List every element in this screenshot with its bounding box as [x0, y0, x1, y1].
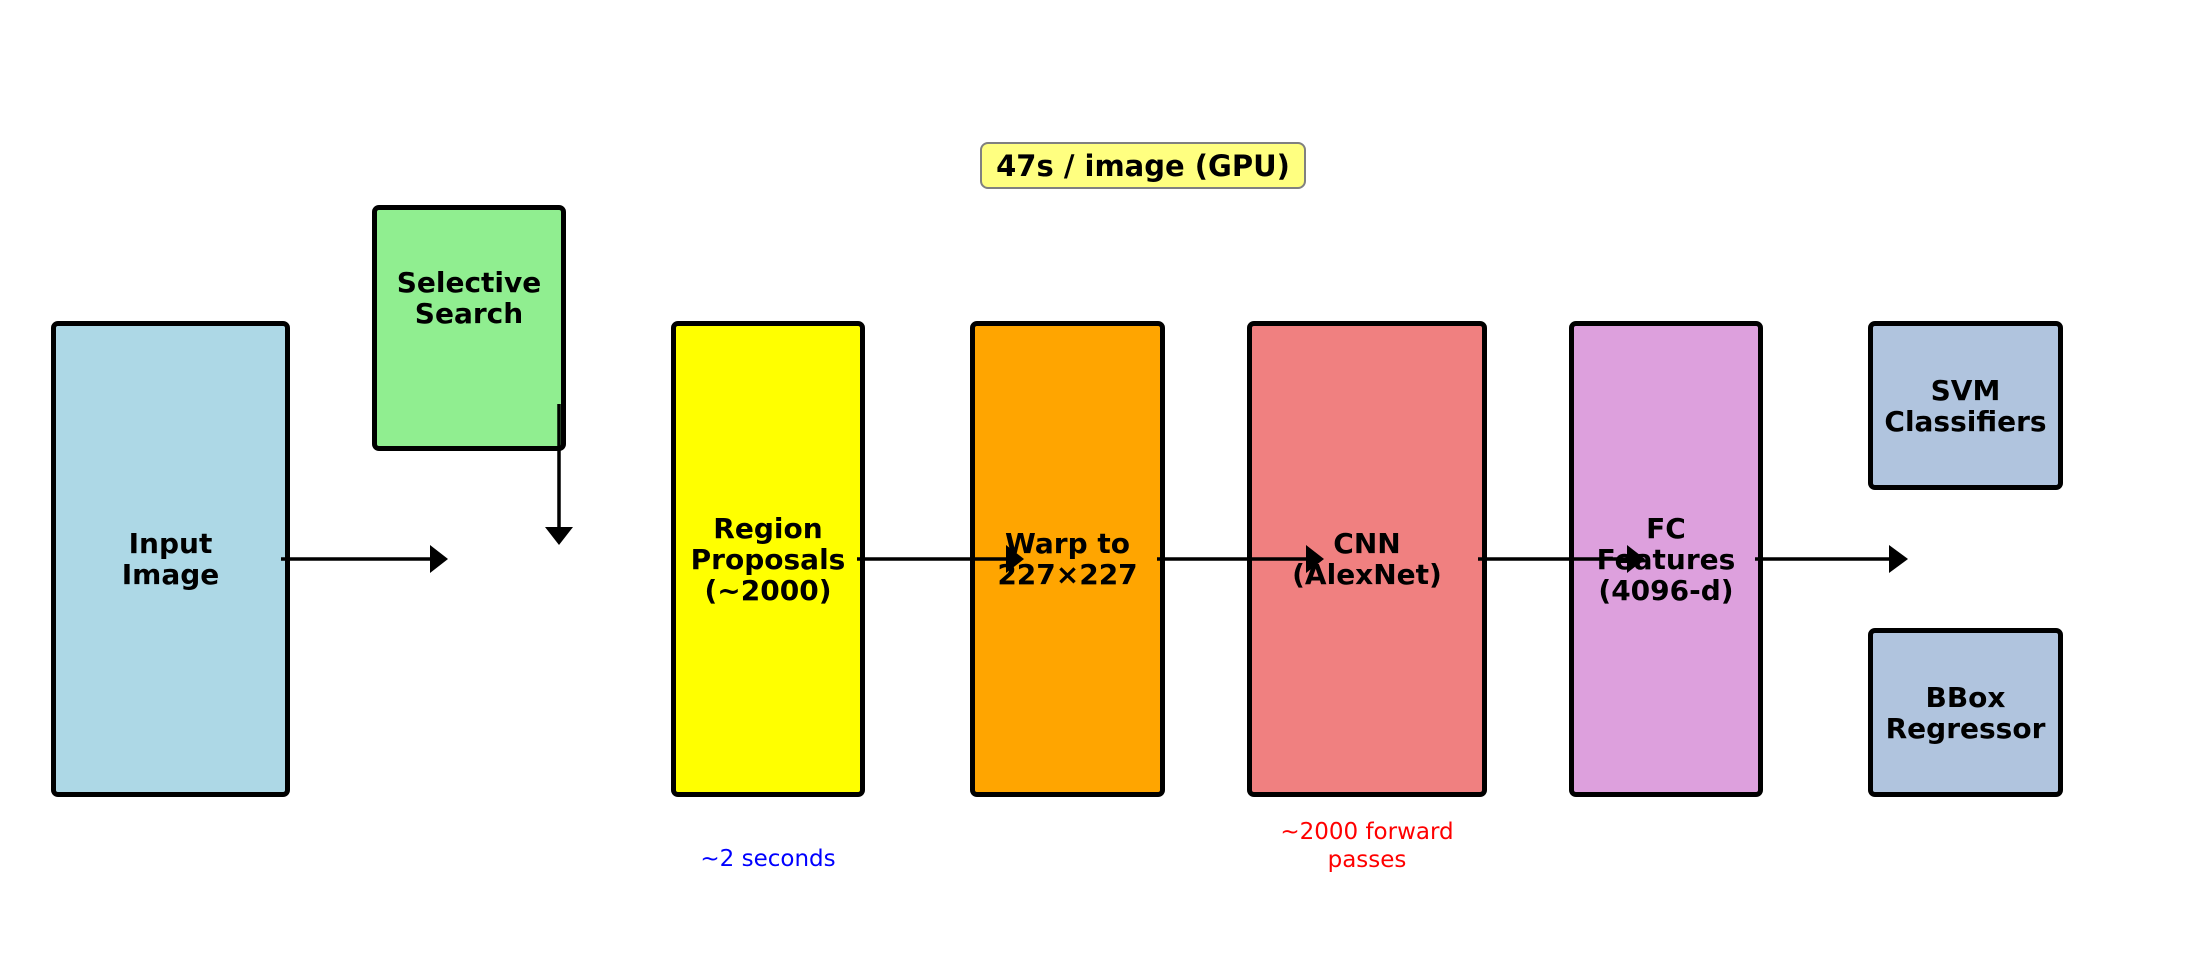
- cnn-passes-note: ~2000 forward passes: [1280, 819, 1454, 873]
- node-label: Region Proposals (~2000): [690, 511, 846, 607]
- node-label: Warp to 227×227: [997, 527, 1138, 591]
- node-label: BBox Regressor: [1885, 680, 2046, 745]
- arrow-search-down: [545, 404, 573, 545]
- arrow-proposals-to-warp: [857, 545, 1024, 573]
- input-image-node: Input Image: [51, 321, 290, 797]
- selective-search-node: Selective Search: [372, 205, 566, 451]
- node-label: Input Image: [121, 527, 220, 591]
- node-label: SVM Classifiers: [1884, 373, 2047, 438]
- region-time-note: ~2 seconds: [700, 846, 836, 872]
- node-label: CNN (AlexNet): [1292, 527, 1442, 591]
- arrow-input-to-search: [281, 545, 448, 573]
- node-label: Selective Search: [396, 266, 542, 330]
- arrow-cnn-to-fc: [1478, 545, 1645, 573]
- timing-badge: 47s / image (GPU): [980, 142, 1306, 189]
- fc-features-node: FC Features (4096-d): [1569, 321, 1763, 797]
- bbox-regressor-node: BBox Regressor: [1868, 628, 2063, 797]
- node-label: FC Features (4096-d): [1596, 511, 1736, 607]
- arrow-warp-to-cnn: [1157, 545, 1324, 573]
- arrow-fc-to-heads: [1755, 545, 1908, 573]
- region-proposals-node: Region Proposals (~2000): [671, 321, 865, 797]
- svm-classifiers-node: SVM Classifiers: [1868, 321, 2063, 490]
